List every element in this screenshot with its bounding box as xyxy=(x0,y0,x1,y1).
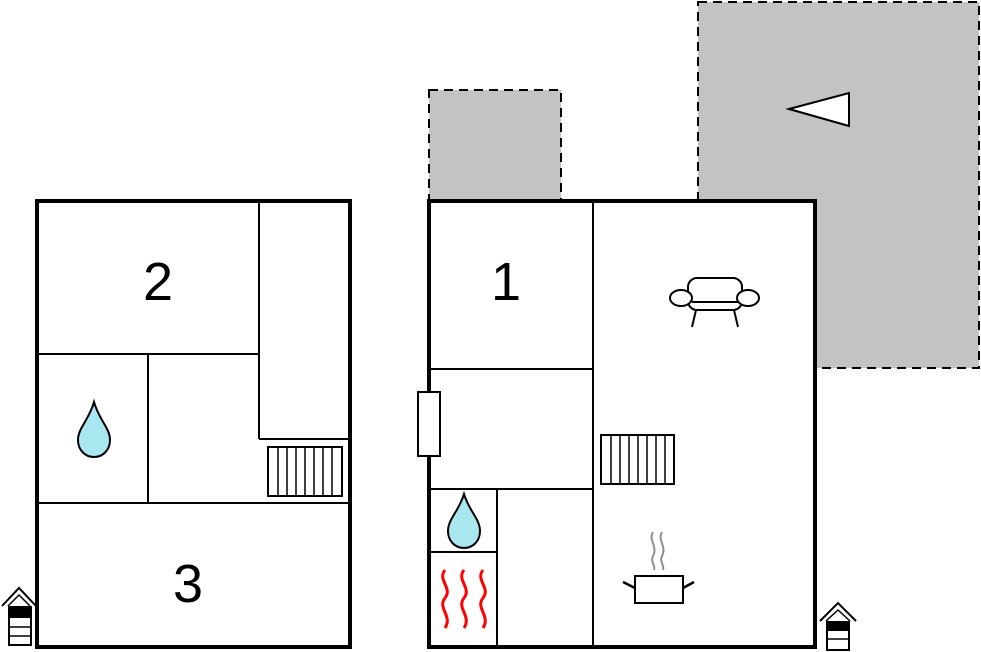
terrace-large xyxy=(697,1,980,369)
room-label-1: 1 xyxy=(491,252,521,312)
window-icon xyxy=(417,391,441,457)
house-entrance-icon xyxy=(819,601,857,651)
house-entrance-icon xyxy=(1,586,37,646)
floor-right-outline xyxy=(427,199,817,649)
cooking-pot-icon xyxy=(622,531,695,604)
terrace-small xyxy=(428,89,562,203)
staircase-icon xyxy=(600,434,675,485)
water-drop-icon xyxy=(76,398,112,459)
sofa-icon xyxy=(669,277,760,328)
floor-right: 1 xyxy=(417,199,857,651)
sauna-heat-icon xyxy=(441,569,487,629)
water-drop-icon xyxy=(446,490,482,550)
terrace-arrow-icon xyxy=(785,91,850,128)
room-label-2: 2 xyxy=(143,252,173,312)
staircase-icon xyxy=(267,446,343,497)
floor-left: 2 3 xyxy=(1,199,352,649)
room-label-3: 3 xyxy=(173,554,203,614)
floor-left-outline xyxy=(35,199,352,649)
